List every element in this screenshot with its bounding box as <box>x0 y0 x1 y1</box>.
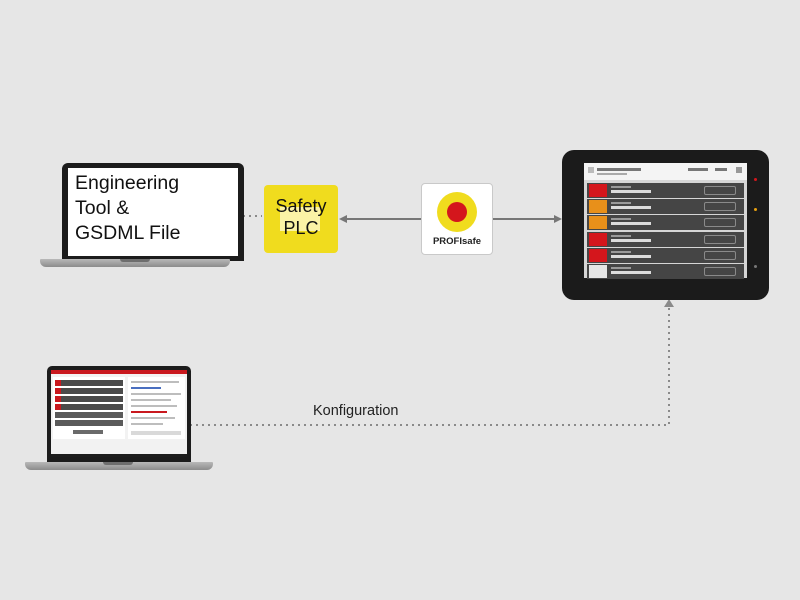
config-button-row <box>73 430 103 434</box>
profisafe-box: PROFIsafe <box>421 183 493 255</box>
alarm-message-bar <box>611 254 651 258</box>
engineering-line-2: Tool & <box>75 197 130 219</box>
alarm-acknowledge-button <box>704 234 736 244</box>
status-led-grey-icon <box>754 265 757 268</box>
alarm-caption-bar <box>611 202 631 205</box>
config-property-line <box>131 387 161 389</box>
alarm-caption-bar <box>611 267 631 269</box>
engineering-tool-label: Engineering Tool & GSDML File <box>75 171 235 246</box>
config-alarm-row <box>55 396 123 402</box>
plc-inner-panel <box>280 207 320 231</box>
alarm-severity-icon <box>589 265 607 278</box>
config-property-line <box>131 411 167 413</box>
profisafe-logo-icon <box>437 192 477 232</box>
alarm-severity-icon <box>589 184 607 197</box>
configuration-laptop <box>25 366 213 476</box>
config-taskbar <box>51 454 187 457</box>
alarm-acknowledge-button <box>704 250 736 260</box>
alarm-row <box>587 231 744 247</box>
alarm-severity-icon <box>589 200 607 214</box>
alarm-caption-bar <box>611 186 631 188</box>
alarm-caption-bar <box>611 250 631 253</box>
laptop-lid: Engineering Tool & GSDML File <box>62 163 244 261</box>
config-app-topbar <box>51 370 187 374</box>
config-alarm-row <box>55 380 123 386</box>
alarm-acknowledge-button <box>704 186 736 195</box>
tablet-hmi <box>562 150 769 300</box>
laptop-base <box>25 462 213 470</box>
alarm-message-bar <box>611 206 651 210</box>
header-title-bar <box>597 168 641 171</box>
configuration-connector <box>190 306 670 426</box>
alarm-row <box>587 264 744 279</box>
configuration-label: Konfiguration <box>313 403 399 419</box>
alarm-message-bar <box>611 238 651 242</box>
tablet-display <box>584 163 747 279</box>
alarm-severity-icon <box>589 232 607 246</box>
tablet-display-header <box>584 163 747 180</box>
header-logo-icon <box>588 167 594 173</box>
header-status-bar <box>688 168 708 171</box>
config-property-line <box>131 399 171 401</box>
config-alarm-pane <box>53 377 125 439</box>
config-alarm-row <box>55 420 123 426</box>
status-led-red-icon <box>754 178 757 181</box>
alarm-acknowledge-button <box>704 218 736 228</box>
laptop-lid <box>47 366 191 464</box>
alarm-acknowledge-button <box>704 267 736 276</box>
header-menu-icon <box>736 167 742 173</box>
alarm-message-bar <box>611 222 651 226</box>
configuration-screen <box>51 370 187 457</box>
header-subtitle-bar <box>597 173 627 175</box>
config-property-line <box>131 431 181 435</box>
alarm-message-bar <box>611 190 651 193</box>
profisafe-label: PROFIsafe <box>432 236 482 247</box>
config-alarm-row <box>55 388 123 394</box>
alarm-row <box>587 215 744 231</box>
alarm-row <box>587 247 744 263</box>
alarm-severity-icon <box>589 216 607 230</box>
alarm-row <box>587 183 744 198</box>
engineering-line-1: Engineering <box>75 172 180 194</box>
status-led-amber-icon <box>754 208 757 211</box>
config-alarm-row <box>55 412 123 418</box>
configuration-arrowhead <box>664 299 674 307</box>
config-properties-pane <box>128 377 185 439</box>
safety-plc-text: Safety PLC <box>275 196 327 238</box>
config-property-line <box>131 393 181 395</box>
header-time-bar <box>715 168 727 171</box>
safety-plc-label: Safety PLC <box>264 195 338 239</box>
config-property-line <box>131 423 163 425</box>
profisafe-logo-dot <box>447 202 467 222</box>
config-property-line <box>131 381 179 383</box>
config-property-line <box>131 417 175 419</box>
laptop-base <box>40 259 230 267</box>
alarm-caption-bar <box>611 218 631 221</box>
engineering-laptop: Engineering Tool & GSDML File <box>40 163 244 273</box>
alarm-severity-icon <box>589 248 607 262</box>
engineering-line-3: GSDML File <box>75 222 181 244</box>
laptop-notch <box>103 462 133 465</box>
alarm-acknowledge-button <box>704 202 736 212</box>
alarm-row <box>587 199 744 215</box>
laptop-screen: Engineering Tool & GSDML File <box>68 168 238 256</box>
config-alarm-row <box>55 404 123 410</box>
laptop-notch <box>120 259 150 262</box>
alarm-message-bar <box>611 271 651 274</box>
alarm-caption-bar <box>611 234 631 237</box>
config-property-line <box>131 405 177 407</box>
safety-plc-box: Safety PLC <box>264 185 338 253</box>
